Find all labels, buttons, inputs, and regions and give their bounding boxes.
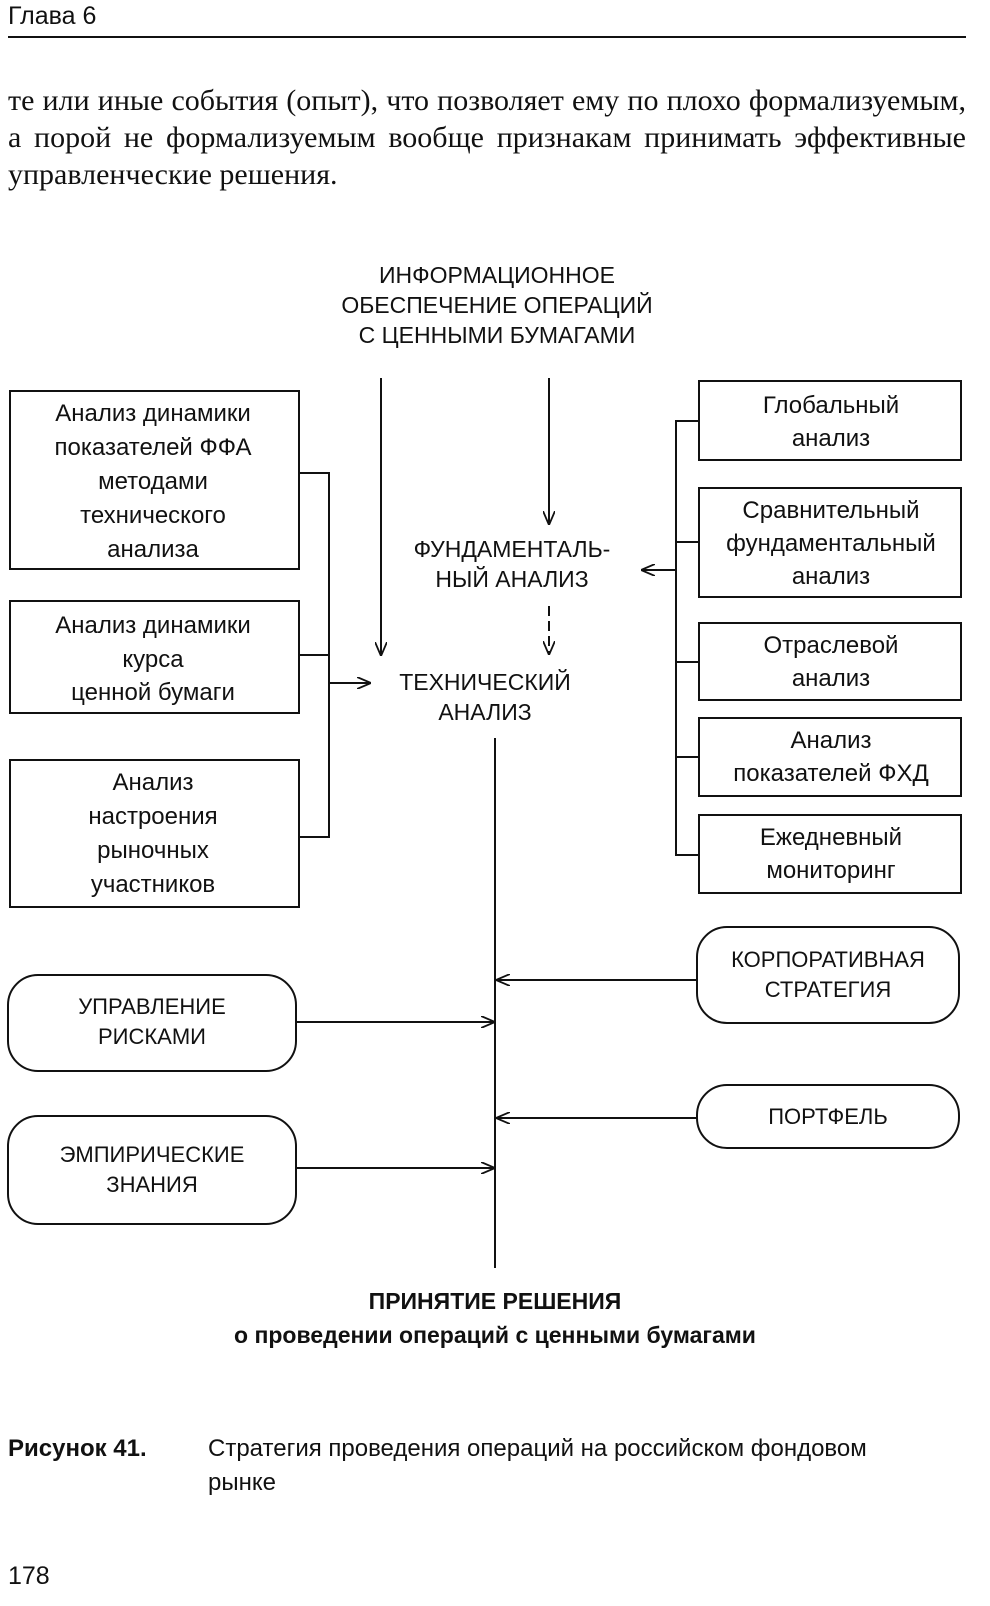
risk-management-box (7, 974, 297, 1072)
box-price-line-3: ценной бумаги (71, 679, 235, 706)
decision-line-2: о проведении операций с ценными бумагами (234, 1322, 756, 1348)
header-rule (8, 36, 966, 38)
box-price-line-1: Анализ динамики (55, 612, 251, 639)
info-support-line-1: ИНФОРМАЦИОННОЕ (379, 262, 615, 288)
box-fkhd-line-2: показателей ФХД (733, 760, 928, 787)
box-daily-monitoring (698, 814, 962, 894)
box-price-dynamics (9, 600, 300, 714)
caption-label: Рисунок 41. (8, 1435, 147, 1462)
corporate-strategy-line-2: СТРАТЕГИЯ (765, 977, 891, 1002)
box-global-line-2: анализ (792, 425, 870, 452)
right-analysis-group: Глобальный анализ Сравнительный фундамен… (642, 380, 962, 894)
empirical-knowledge-line-2: ЗНАНИЯ (106, 1172, 197, 1197)
box-sentiment-line-2: настроения (88, 803, 217, 830)
technical-analysis-line-2: АНАЛИЗ (438, 699, 531, 725)
empirical-knowledge-box (7, 1115, 297, 1225)
risk-management-line-2: РИСКАМИ (98, 1024, 206, 1049)
box-comparative-line-2: фундаментальный (726, 530, 936, 557)
box-price-line-2: курса (122, 646, 184, 673)
box-ffa-line-4: технического (80, 502, 226, 529)
risk-management-line-1: УПРАВЛЕНИЕ (78, 994, 226, 1019)
box-comparative-line-1: Сравнительный (742, 497, 919, 524)
box-ffa-line-3: методами (98, 468, 208, 495)
box-sentiment-line-1: Анализ (112, 769, 193, 796)
box-fkhd-indicators (698, 717, 962, 797)
empirical-knowledge-line-1: ЭМПИРИЧЕСКИЕ (60, 1142, 245, 1167)
box-industry-line-2: анализ (792, 665, 870, 692)
box-monitoring-line-1: Ежедневный (760, 824, 902, 851)
chapter-header: Глава 6 (8, 2, 97, 30)
box-comparative-analysis (698, 487, 962, 598)
portfolio-box (696, 1084, 960, 1149)
box-ffa-line-1: Анализ динамики (55, 400, 251, 427)
box-sentiment-line-3: рыночных (97, 837, 209, 864)
left-analysis-group: Анализ динамики показателей ФФА методами… (9, 390, 370, 908)
box-monitoring-line-2: мониторинг (766, 857, 896, 884)
box-sentiment-line-4: участников (91, 871, 215, 898)
box-fkhd-line-1: Анализ (790, 727, 871, 754)
info-support-line-2: ОБЕСПЕЧЕНИЕ ОПЕРАЦИЙ (341, 291, 652, 318)
technical-analysis-line-1: ТЕХНИЧЕСКИЙ (399, 668, 571, 695)
box-industry-line-1: Отраслевой (764, 632, 899, 659)
box-ffa-dynamics (9, 390, 300, 570)
left-bracket-connector (299, 472, 330, 838)
page-number: 178 (8, 1562, 50, 1590)
portfolio-label: ПОРТФЕЛЬ (768, 1104, 888, 1129)
info-support-line-3: С ЦЕННЫМИ БУМАГАМИ (359, 322, 636, 348)
corporate-strategy-box (696, 926, 960, 1024)
box-comparative-line-3: анализ (792, 563, 870, 590)
decision-label: ПРИНЯТИЕ РЕШЕНИЯ о проведении операций с… (0, 1284, 990, 1352)
box-market-sentiment (9, 759, 300, 908)
corporate-strategy-line-1: КОРПОРАТИВНАЯ (731, 947, 925, 972)
decision-line-1: ПРИНЯТИЕ РЕШЕНИЯ (368, 1288, 622, 1314)
box-ffa-line-2: показателей ФФА (55, 434, 252, 461)
caption-text: Стратегия проведения операций на российс… (208, 1435, 867, 1496)
right-bracket-connector (675, 420, 699, 856)
fundamental-analysis-line-1: ФУНДАМЕНТАЛЬ- (414, 536, 611, 562)
body-paragraph: те или иные события (опыт), что позволяе… (8, 84, 966, 191)
box-global-analysis (698, 380, 962, 461)
box-industry-analysis (698, 622, 962, 701)
box-ffa-line-5: анализа (107, 536, 199, 563)
fundamental-analysis-line-2: НЫЙ АНАЛИЗ (435, 565, 588, 592)
box-global-line-1: Глобальный (763, 392, 899, 419)
